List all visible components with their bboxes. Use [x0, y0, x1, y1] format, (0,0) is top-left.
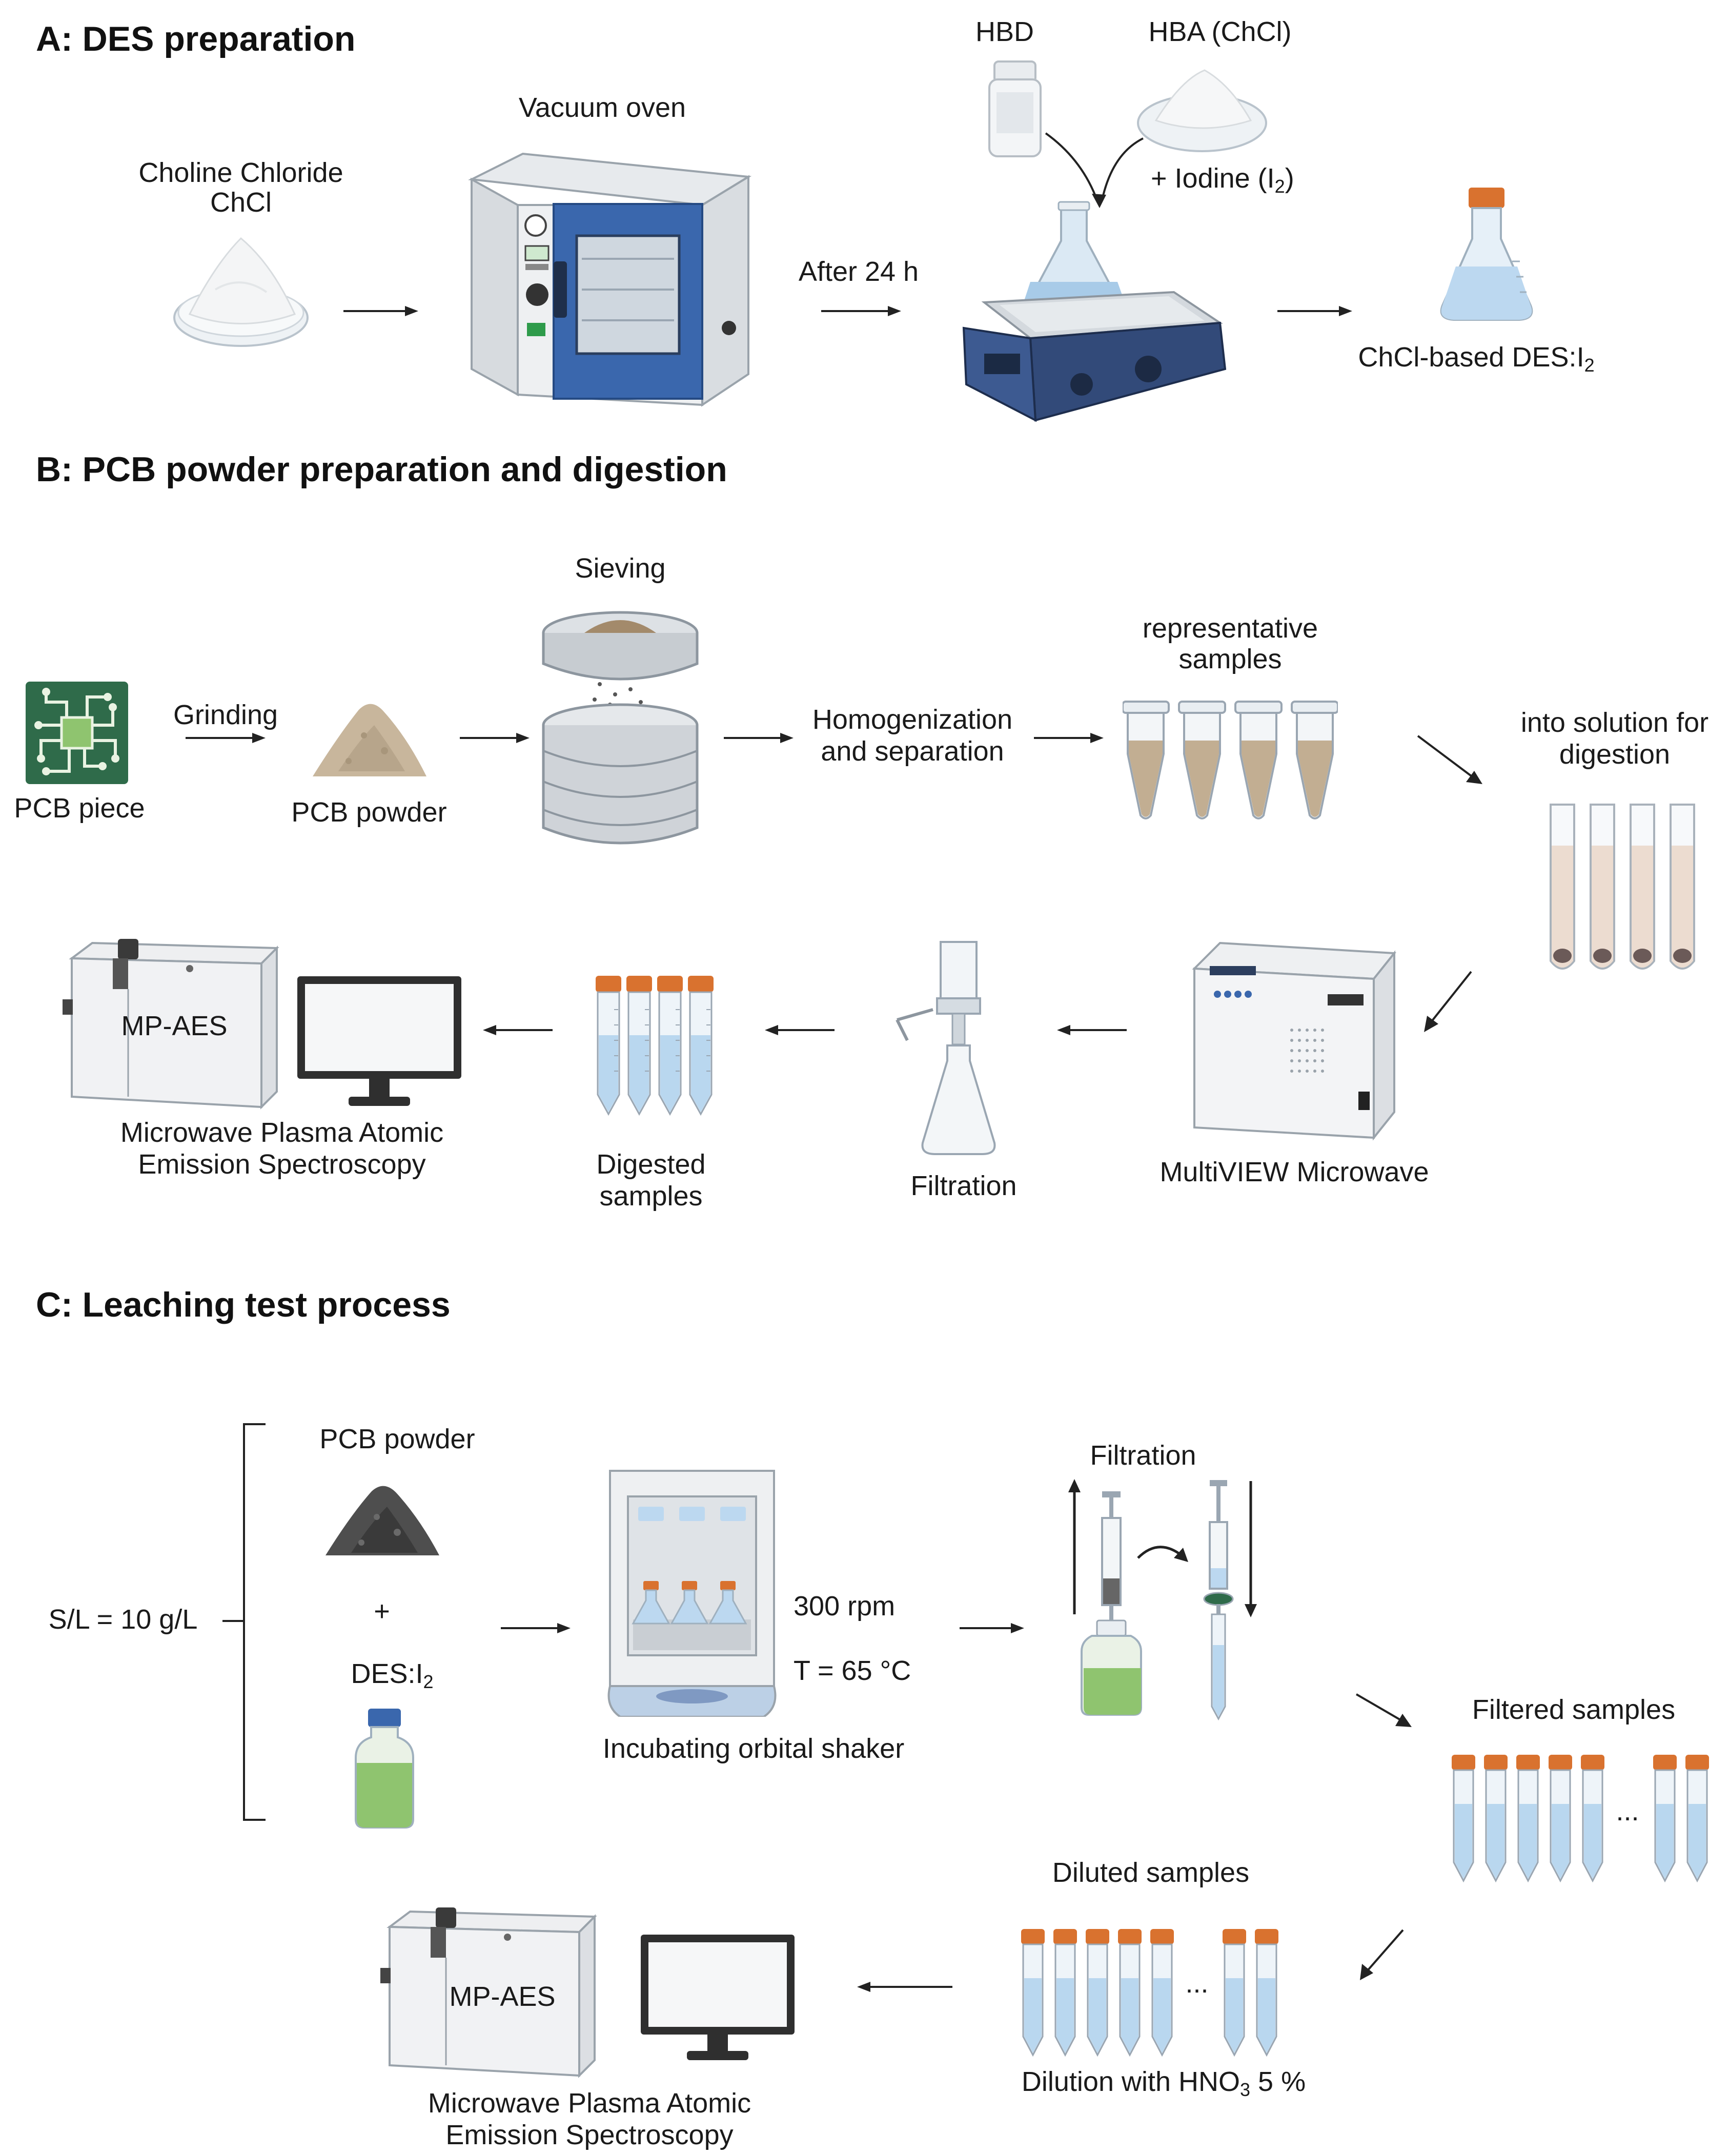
arrow-b9	[483, 1025, 553, 1035]
arrow-c2	[960, 1623, 1024, 1633]
falcon-tubes-icon	[596, 975, 715, 1116]
arrows-merge	[1045, 132, 1144, 208]
mp-aes-b-text: MP-AES	[121, 1011, 228, 1041]
bracket	[222, 1423, 266, 1821]
des-c-label: DES:I2	[351, 1658, 434, 1692]
mp-aes-b-label-line1: Microwave Plasma Atomic	[120, 1117, 444, 1148]
into-solution-label-line2: digestion	[1559, 739, 1671, 770]
pcb-powder-label: PCB powder	[291, 797, 447, 828]
dark-powder-icon	[326, 1486, 439, 1555]
homogenization-label-line2: and separation	[821, 736, 1004, 767]
vacuum-filtration-icon	[896, 941, 996, 1155]
dilution-label: Dilution with HNO3 5 %	[1021, 2066, 1306, 2100]
arrow-a2	[821, 306, 901, 316]
grinding-label: Grinding	[173, 700, 278, 730]
filtration-c-label: Filtration	[1090, 1440, 1196, 1471]
vacuum-oven-label: Vacuum oven	[518, 92, 686, 123]
test-tubes-icon	[1550, 804, 1695, 970]
hbd-bottle-icon	[988, 60, 1042, 157]
homogenization-label-line1: Homogenization	[812, 704, 1013, 735]
microwave-digester-icon	[1192, 941, 1396, 1141]
eppendorf-tubes-icon	[1123, 701, 1338, 819]
orbital-shaker-icon	[607, 1470, 777, 1717]
arrow-b3	[724, 733, 794, 743]
green-bottle-icon	[355, 1709, 414, 1829]
rpm-label: 300 rpm	[794, 1591, 896, 1621]
arrow-b6	[1424, 971, 1472, 1032]
pcb-chip-icon	[26, 682, 128, 784]
arrow-b4	[1034, 733, 1104, 743]
multiview-label: MultiVIEW Microwave	[1160, 1157, 1429, 1187]
arrow-c3	[1355, 1693, 1412, 1727]
hba-dish-icon	[1137, 69, 1267, 152]
sl-ratio-label: S/L = 10 g/L	[48, 1604, 198, 1635]
digested-label-line1: Digested	[596, 1149, 706, 1180]
arrow-a3	[1277, 306, 1352, 316]
arrow-c4	[1360, 1929, 1404, 1980]
iodine-label: + Iodine (I2)	[1151, 163, 1294, 197]
diluted-ellipsis: ...	[1185, 1968, 1209, 1999]
filtration-b-label: Filtration	[910, 1171, 1017, 1201]
arrow-b2	[460, 733, 530, 743]
mp-aes-c-label-line2: Emission Spectroscopy	[445, 2120, 734, 2150]
arrow-b5	[1417, 735, 1482, 784]
mp-aes-c-label-line1: Microwave Plasma Atomic	[428, 2088, 751, 2119]
powder-dish-icon	[173, 237, 309, 347]
sieving-label: Sieving	[575, 553, 666, 584]
des-product-label: ChCl-based DES:I2	[1358, 342, 1595, 376]
hba-label: HBA (ChCl)	[1148, 16, 1292, 47]
syringe-filter-icon	[1068, 1479, 1257, 1721]
filtered-tubes-icon	[1452, 1754, 1710, 1883]
chcl-label-line2: ChCl	[210, 187, 272, 218]
diluted-tubes-icon	[1020, 1928, 1279, 2056]
monitor-icon	[297, 976, 461, 1106]
mp-aes-instrument-icon	[63, 939, 279, 1110]
arrow-c1	[501, 1623, 571, 1633]
arrow-b8	[765, 1025, 835, 1035]
section-a-title: A: DES preparation	[36, 19, 356, 58]
chcl-label-line1: Choline Chloride	[138, 157, 343, 188]
mp-aes-c-text: MP-AES	[449, 1981, 556, 2012]
monitor-c-icon	[641, 1935, 795, 2060]
sieve-stack-icon	[542, 611, 699, 845]
mp-aes-b-label-line2: Emission Spectroscopy	[138, 1149, 426, 1180]
mp-aes-instrument-c-icon	[380, 1907, 597, 2078]
tan-powder-icon	[313, 704, 426, 776]
plus-sign: +	[374, 1596, 390, 1627]
erlenmeyer-flask-icon	[1440, 188, 1533, 321]
arrow-a1	[343, 306, 418, 316]
after-24h-label: After 24 h	[798, 256, 919, 287]
representative-label-line2: samples	[1178, 644, 1282, 674]
hbd-label: HBD	[975, 16, 1034, 47]
hotplate-stirrer-icon	[962, 201, 1227, 422]
filtered-samples-label: Filtered samples	[1472, 1694, 1676, 1725]
temperature-label: T = 65 °C	[794, 1655, 911, 1686]
vacuum-oven-icon	[468, 152, 752, 407]
section-c-title: C: Leaching test process	[36, 1285, 451, 1324]
representative-label-line1: representative	[1142, 613, 1318, 644]
filtered-ellipsis: ...	[1616, 1796, 1639, 1826]
arrow-c5	[857, 1982, 952, 1992]
into-solution-label-line1: into solution for	[1520, 707, 1709, 738]
diluted-samples-label: Diluted samples	[1052, 1857, 1250, 1888]
shaker-label: Incubating orbital shaker	[602, 1733, 905, 1764]
pcb-piece-label: PCB piece	[14, 793, 145, 824]
section-b-title: B: PCB powder preparation and digestion	[36, 450, 727, 489]
pcb-powder-c-label: PCB powder	[319, 1424, 475, 1454]
arrow-b7	[1057, 1025, 1127, 1035]
digested-label-line2: samples	[599, 1181, 703, 1212]
arrow-b1	[186, 733, 266, 743]
